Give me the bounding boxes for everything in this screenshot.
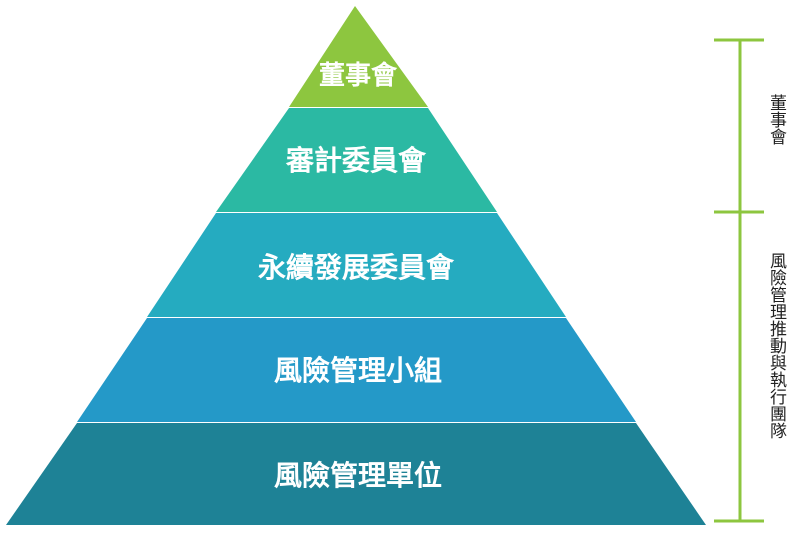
tier-sustainability-committee-shape — [147, 213, 566, 317]
tier-risk-management-unit-label: 風險管理單位 — [274, 459, 442, 492]
tier-risk-management-unit-shape — [6, 423, 706, 525]
side-label-risk-team: 風險管理推動與執行團隊 — [766, 252, 786, 439]
tier-risk-management-group-shape — [77, 318, 636, 422]
tier-board-label: 董事會 — [319, 60, 398, 91]
pyramid-labels: 董事會 審計委員會 永續發展委員會 風險管理小組 風險管理單位 — [258, 60, 455, 492]
tier-risk-management-group-label: 風險管理小組 — [274, 354, 442, 387]
tier-audit-committee-shape — [216, 108, 497, 212]
tier-sustainability-committee-label: 永續發展委員會 — [258, 251, 455, 284]
tier-board-shape — [289, 6, 428, 107]
side-label-board: 董事會 — [766, 94, 786, 145]
pyramid-tiers — [6, 6, 706, 525]
tier-audit-committee-label: 審計委員會 — [285, 144, 427, 177]
side-bracket — [714, 38, 764, 523]
